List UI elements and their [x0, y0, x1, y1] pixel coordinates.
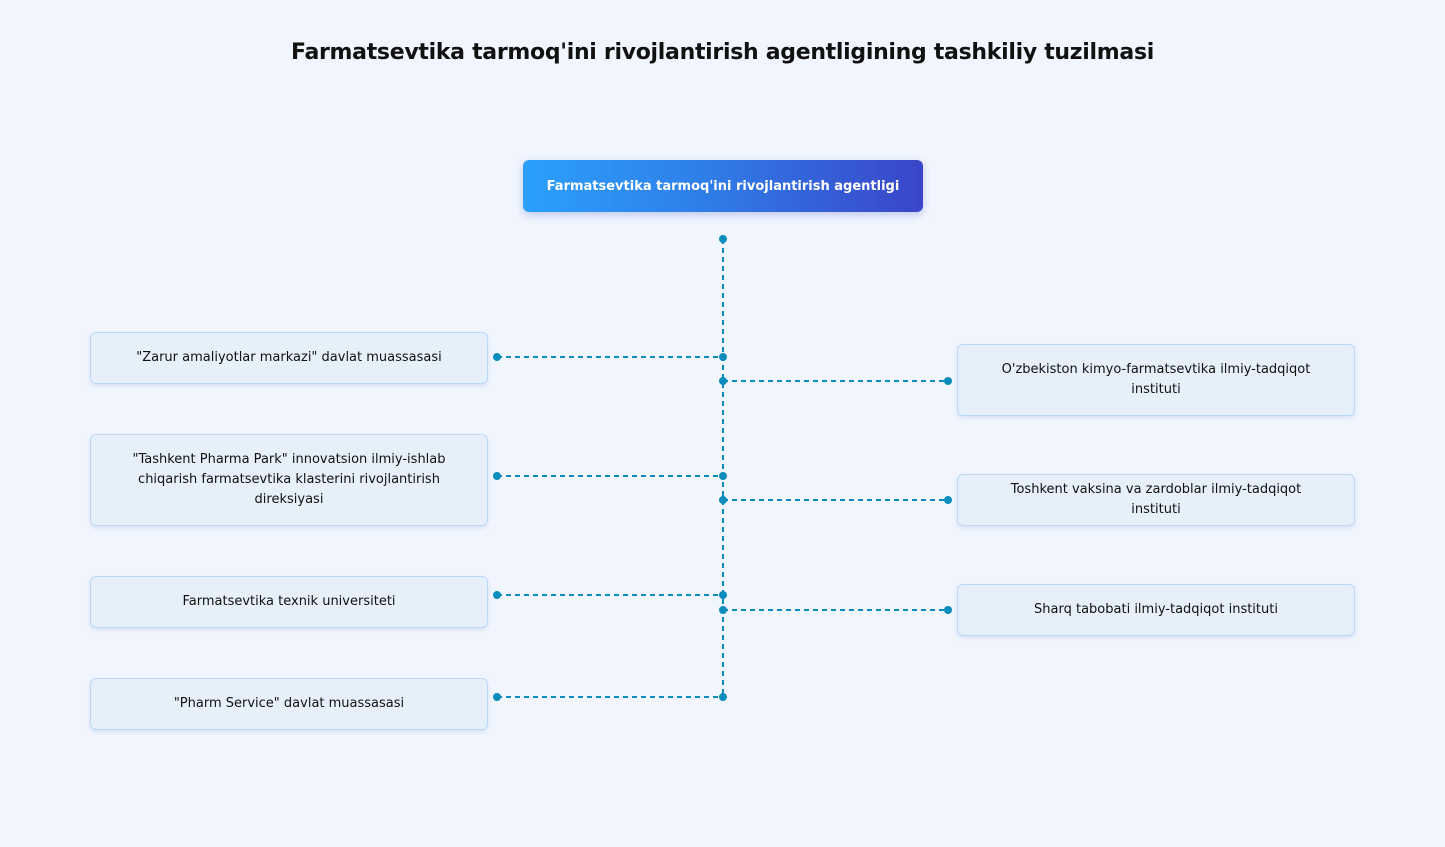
- left-junction-dot: [719, 591, 727, 599]
- right-junction-dot: [719, 606, 727, 614]
- left-node-4: "Pharm Service" davlat muassasasi: [90, 678, 488, 730]
- right-junction-dot: [719, 377, 727, 385]
- left-node-2: "Tashkent Pharma Park" innovatsion ilmiy…: [90, 434, 488, 526]
- left-end-dot: [493, 591, 501, 599]
- left-end-dot: [493, 353, 501, 361]
- left-node-3: Farmatsevtika texnik universiteti: [90, 576, 488, 628]
- right-junction-dot: [719, 496, 727, 504]
- right-node-3: Sharq tabobati ilmiy-tadqiqot instituti: [957, 584, 1355, 636]
- left-end-dot: [493, 693, 501, 701]
- left-end-dot: [493, 472, 501, 480]
- trunk-dot: [719, 235, 727, 243]
- left-junction-dot: [719, 472, 727, 480]
- right-end-dot: [944, 606, 952, 614]
- right-node-2: Toshkent vaksina va zardoblar ilmiy-tadq…: [957, 474, 1355, 526]
- right-end-dot: [944, 377, 952, 385]
- left-node-1: "Zarur amaliyotlar markazi" davlat muass…: [90, 332, 488, 384]
- right-end-dot: [944, 496, 952, 504]
- left-junction-dot: [719, 693, 727, 701]
- left-junction-dot: [719, 353, 727, 361]
- root-node: Farmatsevtika tarmoq'ini rivojlantirish …: [523, 160, 923, 212]
- right-node-1: O'zbekiston kimyo-farmatsevtika ilmiy-ta…: [957, 344, 1355, 416]
- page-title: Farmatsevtika tarmoq'ini rivojlantirish …: [291, 40, 1154, 65]
